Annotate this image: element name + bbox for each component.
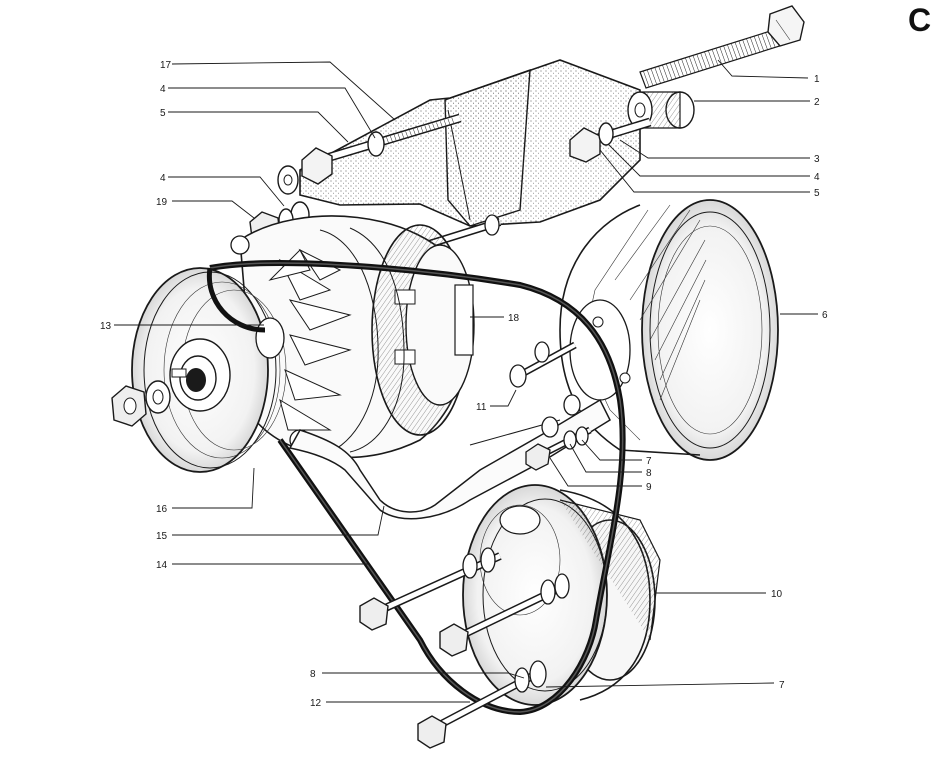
callouts: 1 2 3 4 5 6 7 8	[100, 59, 828, 709]
callout-10: 10	[656, 589, 783, 600]
callout-2: 2	[694, 97, 820, 108]
callout-label: 7	[779, 680, 785, 691]
callout-14: 14	[156, 560, 368, 571]
callout-label: 8	[646, 468, 652, 479]
callout-5-right: 5	[599, 149, 820, 199]
callout-label: 11	[476, 402, 487, 413]
callout-16: 16	[156, 467, 255, 515]
callout-label: 6	[822, 310, 828, 321]
lower-pulley-bolts-part-12	[359, 547, 570, 749]
lower-pulley-part-10	[462, 484, 661, 706]
mounting-bracket-part-17	[299, 59, 695, 227]
adjuster-bolts	[509, 341, 592, 471]
callout-label: 8	[310, 669, 316, 680]
callout-12: 12	[310, 698, 470, 709]
callout-label: 1	[814, 74, 820, 85]
callout-label: 4	[160, 173, 166, 184]
callout-label: 15	[156, 531, 168, 542]
callout-label: 12	[310, 698, 322, 709]
callout-15: 15	[156, 505, 385, 542]
callout-1: 1	[717, 59, 820, 85]
callout-label: 17	[160, 60, 172, 71]
callout-label: 10	[771, 589, 783, 600]
callout-label: 4	[814, 172, 820, 183]
callout-label: 14	[156, 560, 168, 571]
callout-label: 4	[160, 84, 166, 95]
callout-7-right: 7	[581, 439, 652, 467]
callout-7-bottom: 7	[545, 680, 785, 691]
callout-18: 18	[470, 313, 520, 324]
callout-8-bottom: 8	[310, 669, 525, 680]
callout-9: 9	[549, 457, 652, 493]
corner-letter: C	[908, 2, 931, 38]
callout-label: 9	[646, 482, 652, 493]
callout-4-top: 4	[160, 84, 376, 139]
callout-6: 6	[780, 310, 828, 321]
callout-4-left: 4	[160, 173, 285, 207]
callout-label: 5	[814, 188, 820, 199]
callout-11: 11	[476, 389, 517, 413]
callout-8-right: 8	[569, 443, 652, 479]
callout-13: 13	[100, 321, 264, 332]
callout-label: 5	[160, 108, 166, 119]
callout-label: 3	[814, 154, 820, 165]
callout-19: 19	[156, 197, 255, 219]
callout-4-right: 4	[607, 143, 820, 183]
alternator-pulley-part-16	[111, 267, 287, 473]
adjusting-bracket-part-15	[288, 394, 611, 520]
callout-label: 2	[814, 97, 820, 108]
callout-5-top: 5	[160, 108, 349, 143]
callout-label: 19	[156, 197, 168, 208]
callout-3: 3	[619, 139, 820, 165]
callout-label: 18	[508, 313, 520, 324]
drive-belt-part-14	[206, 260, 626, 716]
long-bolt-part-1	[639, 5, 805, 89]
callout-17: 17	[160, 60, 396, 121]
callout-label: 7	[646, 456, 652, 467]
alternator-part-18	[230, 215, 475, 459]
callout-label: 13	[100, 321, 112, 332]
callout-label: 16	[156, 504, 168, 515]
